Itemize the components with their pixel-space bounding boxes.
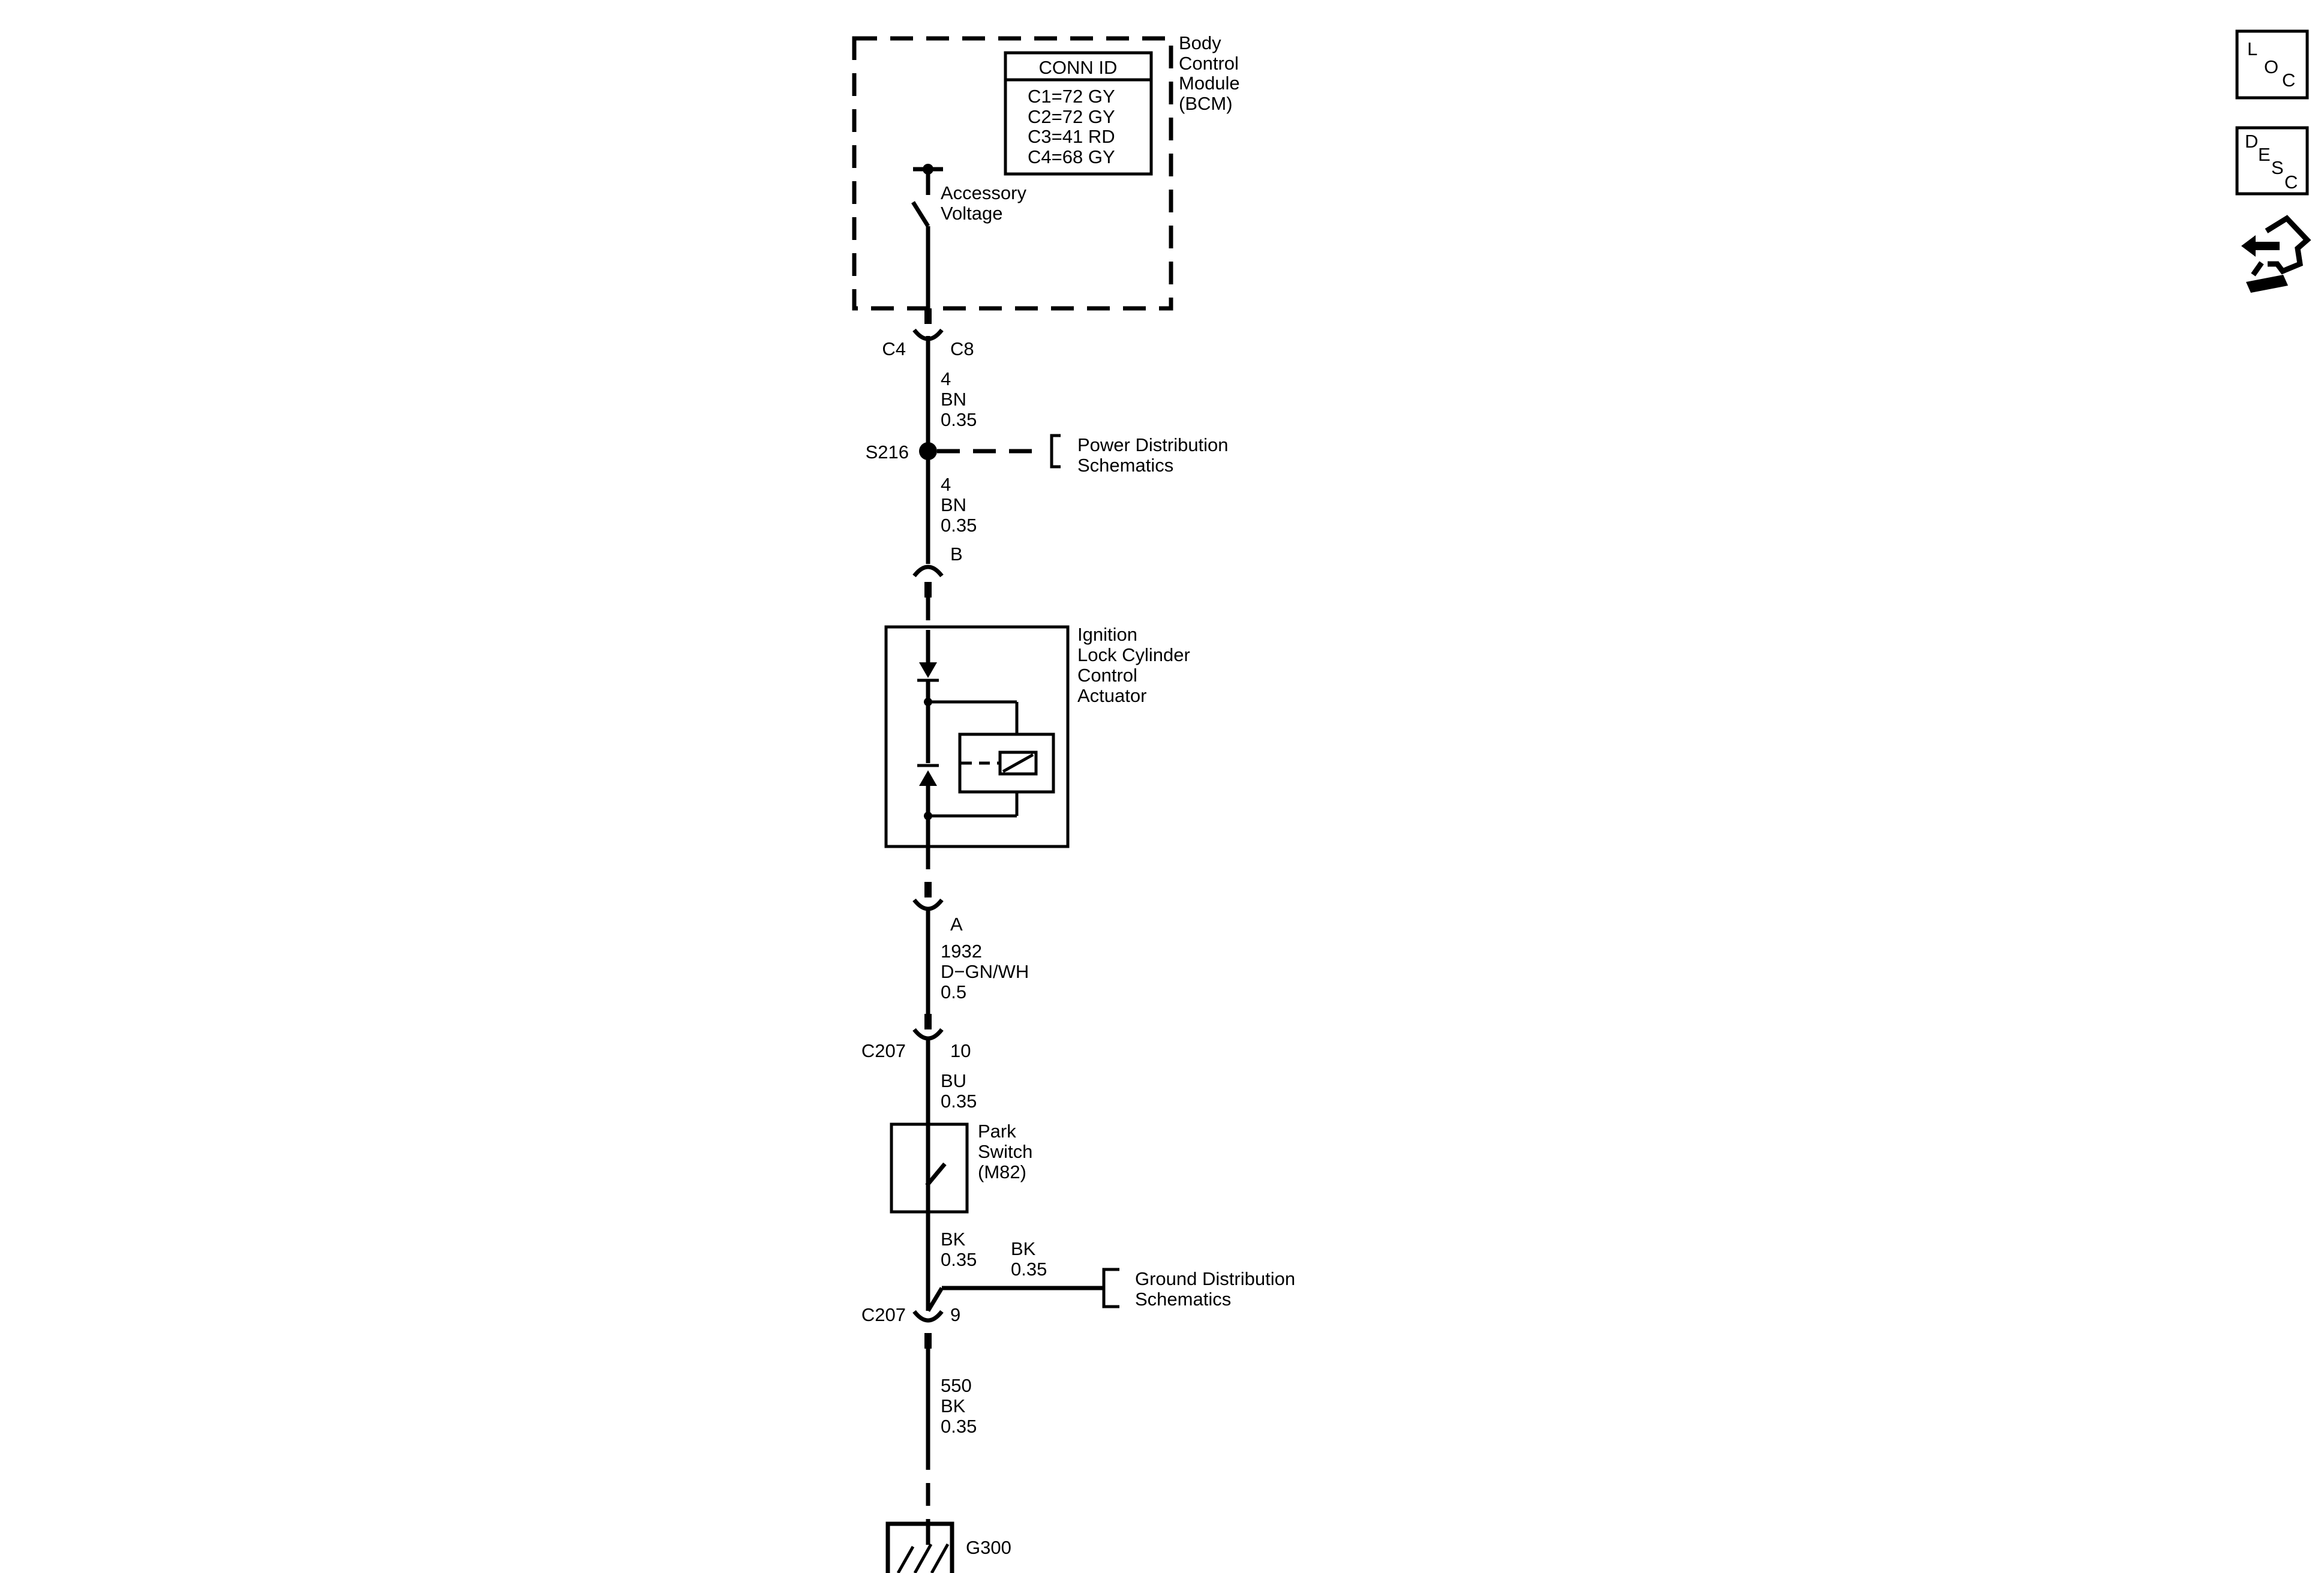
bcm-label-2: Control: [1179, 53, 1239, 74]
wire1-color: BN: [941, 389, 966, 410]
connector-c207-bottom-pin: 9: [950, 1304, 960, 1325]
lower-wire: [885, 846, 1119, 1573]
desc-letter-e: E: [2258, 144, 2271, 165]
desc-button[interactable]: D E S C: [2235, 126, 2309, 196]
wire3-gauge: 0.5: [941, 981, 966, 1002]
ground-distribution-ref-2: Schematics: [1135, 1289, 1231, 1310]
bcm-label-4: (BCM): [1179, 93, 1233, 114]
bcm-outline: [852, 36, 1173, 311]
conn-id-c1: C1=72 GY: [1028, 86, 1115, 107]
pin-a-label: A: [950, 914, 963, 935]
wire3-circuit: 1932: [941, 941, 982, 962]
navigate-icon[interactable]: [2241, 215, 2311, 293]
power-distribution-ref-bracket: [1050, 434, 1061, 469]
ignition-lock-actuator: Ignition Lock Cylinder Control Actuator: [884, 624, 1190, 848]
wire6-circuit: 550: [941, 1375, 972, 1396]
wire2-circuit: 4: [941, 474, 951, 495]
park-switch-label-3: (M82): [978, 1161, 1026, 1182]
bcm-module: CONN ID C1=72 GY C2=72 GY C3=41 RD C4=68…: [852, 32, 1240, 311]
wire5-gauge: 0.35: [941, 1249, 977, 1270]
park-switch-label-1: Park: [978, 1121, 1016, 1142]
wire5-color: BK: [941, 1229, 966, 1250]
actuator-label-2: Lock Cylinder: [1077, 644, 1190, 665]
bcm-label-1: Body: [1179, 32, 1221, 53]
wire2-gauge: 0.35: [941, 515, 977, 536]
connector-c207-bottom-label: C207: [861, 1304, 906, 1325]
ground-distribution-ref-1: Ground Distribution: [1135, 1268, 1295, 1289]
connector-c8-label: C8: [950, 338, 974, 359]
connector-c207-top-pin: 10: [950, 1040, 971, 1061]
actuator-label-4: Actuator: [1077, 685, 1146, 706]
desc-letter-s: S: [2271, 157, 2284, 178]
accessory-switch: [911, 164, 943, 308]
actuator-solenoid: [958, 733, 1055, 794]
conn-id-c2: C2=72 GY: [1028, 106, 1115, 127]
conn-id-c4: C4=68 GY: [1028, 146, 1115, 167]
loc-letter-o: O: [2264, 56, 2278, 77]
bcm-label-3: Module: [1179, 73, 1240, 94]
conn-id-title: CONN ID: [1039, 57, 1118, 78]
connector-c4-label: C4: [882, 338, 906, 359]
conn-id-c3: C3=41 RD: [1028, 126, 1115, 147]
connector-c207-top-label: C207: [861, 1040, 906, 1061]
ground-g300-label: G300: [966, 1537, 1011, 1558]
wire6-gauge: 0.35: [941, 1416, 977, 1437]
accessory-voltage-label-2: Voltage: [941, 203, 1002, 224]
actuator-label-3: Control: [1077, 665, 1137, 686]
wire6-color: BK: [941, 1395, 966, 1416]
wire4-color: BU: [941, 1070, 966, 1091]
ground-distribution-ref-bracket: [1102, 1268, 1119, 1308]
pin-b-symbol: [912, 565, 944, 578]
wire1-gauge: 0.35: [941, 409, 977, 430]
branch-wire-gauge: 0.35: [1011, 1259, 1047, 1280]
ground-g300-symbol: [885, 1521, 954, 1573]
wire3-color: D−GN/WH: [941, 961, 1029, 982]
loc-letter-l: L: [2247, 38, 2257, 59]
actuator-label-1: Ignition: [1077, 624, 1137, 645]
desc-letter-d: D: [2245, 131, 2258, 152]
loc-button[interactable]: L O C: [2235, 29, 2309, 100]
actuator-outline: [884, 625, 1070, 848]
connector-c207-bottom-symbol: [912, 1310, 944, 1323]
pin-b-label: B: [950, 544, 963, 565]
conn-id-box: [1004, 51, 1153, 176]
wire4-gauge: 0.35: [941, 1091, 977, 1112]
power-distribution-ref-1: Power Distribution: [1077, 434, 1229, 455]
wire2-color: BN: [941, 494, 966, 515]
power-distribution-ref-2: Schematics: [1077, 455, 1173, 476]
park-switch-label-2: Switch: [978, 1141, 1032, 1162]
desc-letter-c: C: [2284, 172, 2298, 193]
accessory-voltage-label-1: Accessory: [941, 182, 1026, 203]
branch-wire-color: BK: [1011, 1238, 1036, 1259]
loc-letter-c: C: [2282, 70, 2295, 91]
wire1-circuit: 4: [941, 368, 951, 389]
main-wire: [912, 308, 1061, 662]
splice-s216-label: S216: [866, 442, 909, 463]
